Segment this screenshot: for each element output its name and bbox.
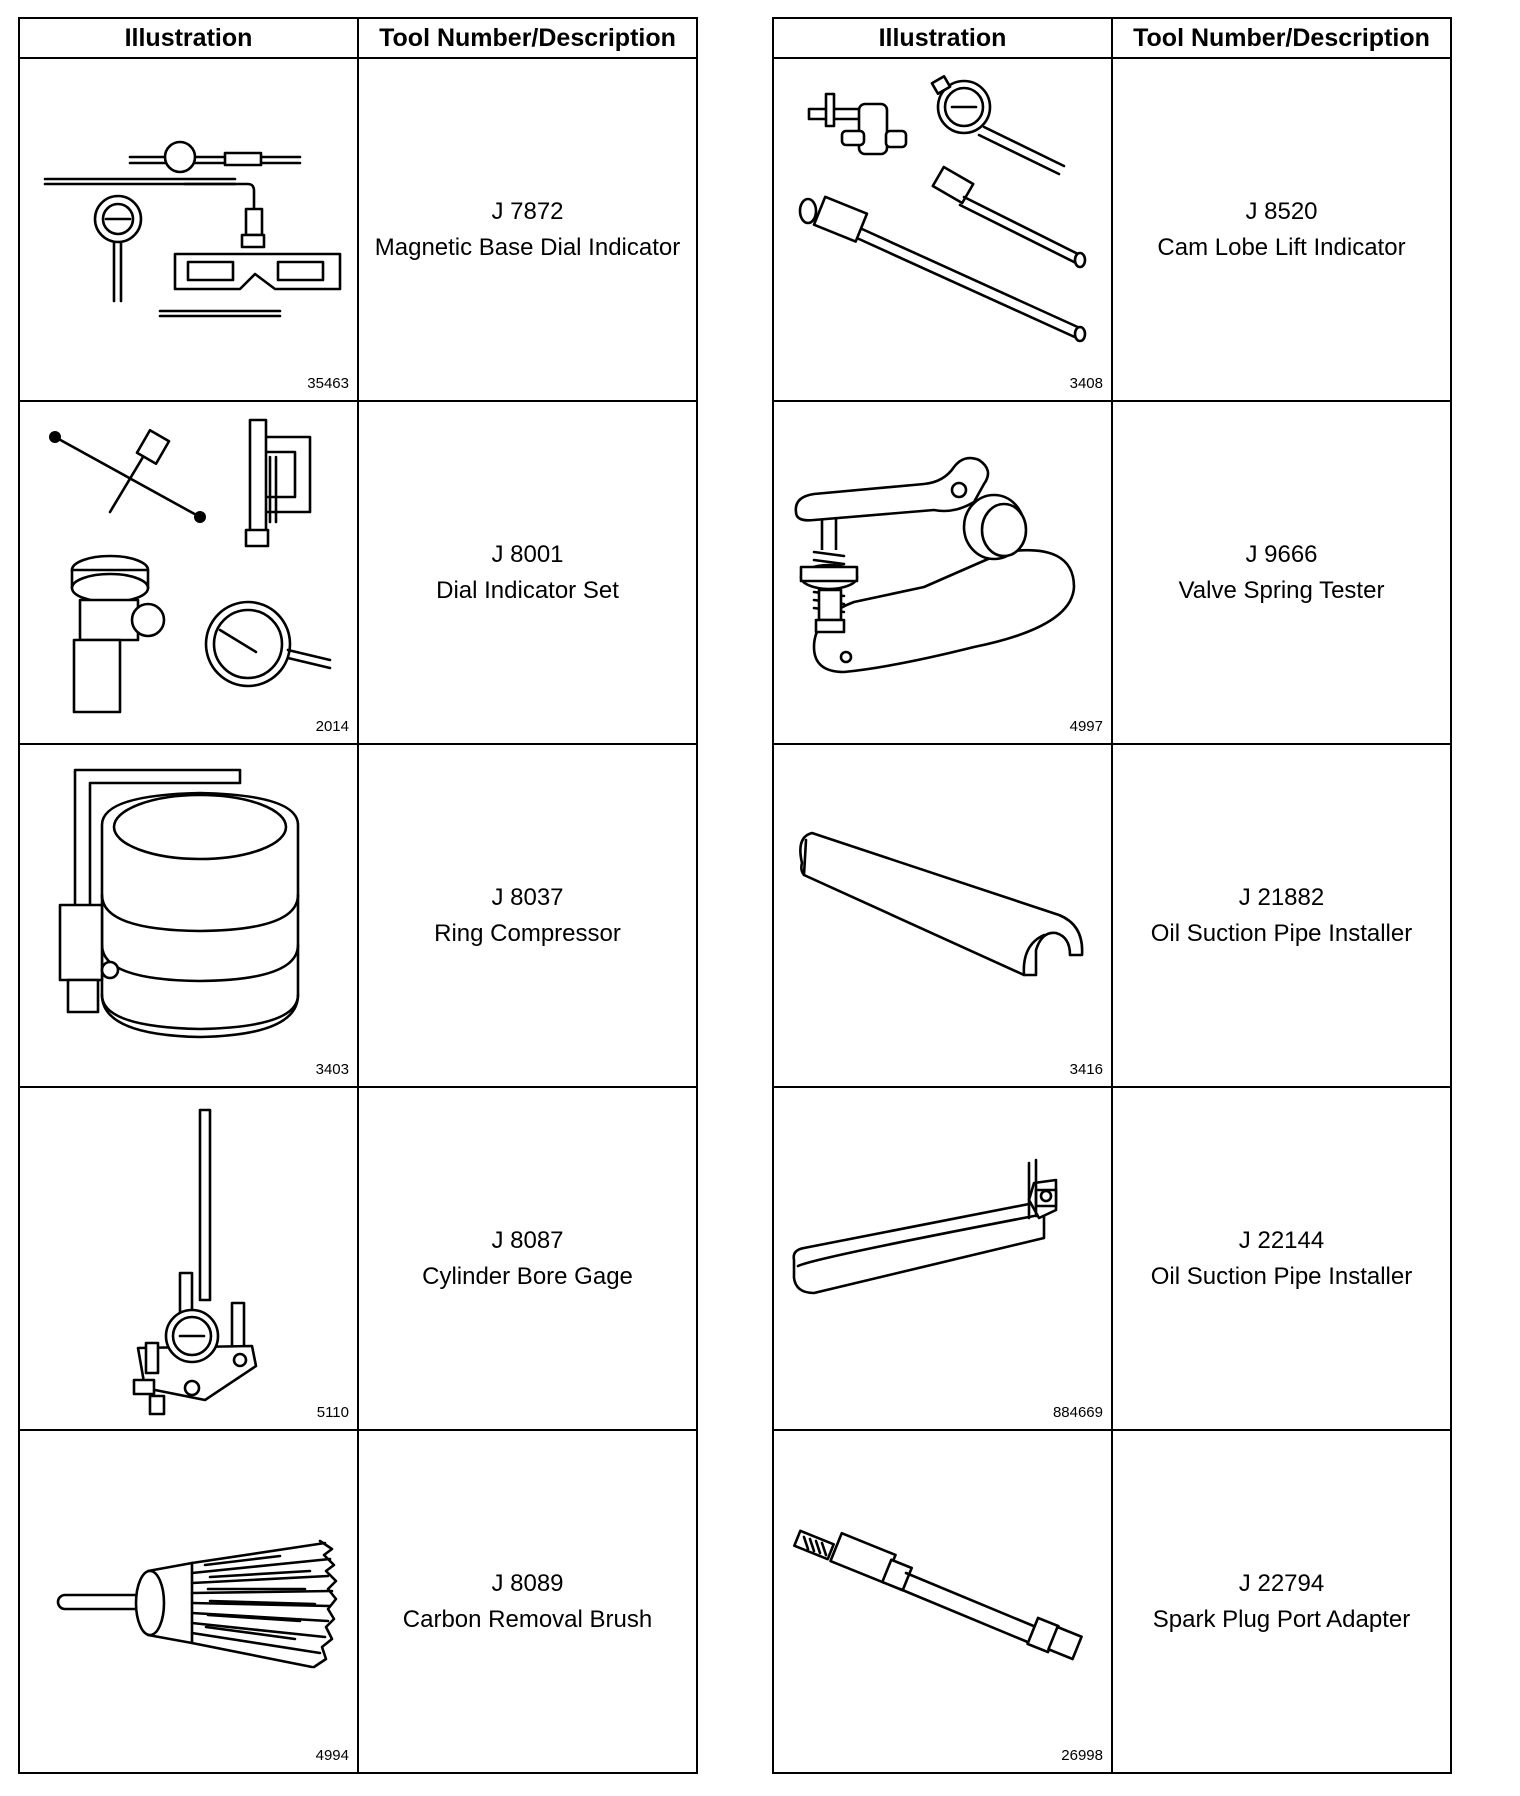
tool-number: J 8001 [491,540,564,568]
tool-description-cell: J 8520 Cam Lobe Lift Indicator [1111,57,1452,402]
table-row: 3408 J 8520 Cam Lobe Lift Indicator [772,57,1452,402]
tool-name: Oil Suction Pipe Installer [1150,919,1413,947]
figure-number: 3416 [1069,1061,1103,1078]
tool-number: J 21882 [1238,883,1325,911]
figure-number: 26998 [1061,1747,1103,1764]
illustration-cell: 2014 [18,400,359,745]
figure-number: 3403 [315,1061,349,1078]
tool-description-cell: J 8087 Cylinder Bore Gage [357,1086,698,1431]
tool-number: J 7872 [491,197,564,225]
dial-indicator-set-icon [49,418,332,714]
table-row: 2014 J 8001 Dial Indicator Set [18,400,698,745]
tool-name: Cylinder Bore Gage [422,1262,633,1290]
valve-spring-tester-icon [794,456,1076,674]
illustration-cell: 4994 [18,1429,359,1774]
tool-description-cell: J 22794 Spark Plug Port Adapter [1111,1429,1452,1774]
cam-lobe-lift-indicator-icon [798,75,1087,343]
tool-table-right: Illustration Tool Number/Description [772,17,1452,1774]
tool-number: J 22794 [1238,1569,1325,1597]
figure-number: 3408 [1069,375,1103,392]
spark-plug-port-adapter-icon [793,1529,1083,1661]
tool-name: Oil Suction Pipe Installer [1150,1262,1413,1290]
cylinder-bore-gage-icon [132,1108,258,1416]
tool-description-cell: J 7872 Magnetic Base Dial Indicator [357,57,698,402]
table-row: 26998 J 22794 Spark Plug Port Adapter [772,1429,1452,1774]
header-tool-number-description: Tool Number/Description [357,17,698,59]
tool-number: J 8520 [1245,197,1318,225]
figure-number: 4994 [315,1747,349,1764]
illustration-cell: 4997 [772,400,1113,745]
tool-name: Ring Compressor [434,919,621,947]
tool-description-cell: J 8037 Ring Compressor [357,743,698,1088]
tool-name: Valve Spring Tester [1178,576,1385,604]
oil-suction-pipe-installer-bracket-icon [792,1158,1058,1295]
illustration-cell: 26998 [772,1429,1113,1774]
tool-name: Cam Lobe Lift Indicator [1157,233,1406,261]
header-illustration: Illustration [772,17,1113,59]
table-row: 35463 J 7872 Magnetic Base Dial Indicato… [18,57,698,402]
tool-description-cell: J 21882 Oil Suction Pipe Installer [1111,743,1452,1088]
figure-number: 2014 [315,718,349,735]
table-row: 4997 J 9666 Valve Spring Tester [772,400,1452,745]
tool-number: J 8089 [491,1569,564,1597]
figure-number: 35463 [307,375,349,392]
tool-table-left: Illustration Tool Number/Description [18,17,698,1774]
tool-number: J 22144 [1238,1226,1325,1254]
illustration-cell: 3403 [18,743,359,1088]
tool-name: Spark Plug Port Adapter [1152,1605,1411,1633]
tool-name: Magnetic Base Dial Indicator [374,233,681,261]
tool-number: J 9666 [1245,540,1318,568]
illustration-cell: 884669 [772,1086,1113,1431]
table-row: 3416 J 21882 Oil Suction Pipe Installer [772,743,1452,1088]
figure-number: 884669 [1052,1404,1103,1421]
illustration-cell: 3408 [772,57,1113,402]
table-row: 5110 J 8087 Cylinder Bore Gage [18,1086,698,1431]
ring-compressor-icon [58,768,300,1039]
tool-description-cell: J 8089 Carbon Removal Brush [357,1429,698,1774]
tool-number: J 8037 [491,883,564,911]
header-illustration: Illustration [18,17,359,59]
tool-description-cell: J 8001 Dial Indicator Set [357,400,698,745]
table-row: 4994 J 8089 Carbon Removal Brush [18,1429,698,1774]
tool-description-cell: J 22144 Oil Suction Pipe Installer [1111,1086,1452,1431]
carbon-removal-brush-icon [56,1539,338,1669]
magnetic-base-dial-indicator-icon [43,140,342,318]
tool-description-cell: J 9666 Valve Spring Tester [1111,400,1452,745]
tool-name: Dial Indicator Set [436,576,619,604]
figure-number: 5110 [316,1404,349,1421]
illustration-cell: 5110 [18,1086,359,1431]
table-row: 884669 J 22144 Oil Suction Pipe Installe… [772,1086,1452,1431]
oil-suction-pipe-installer-icon [799,831,1084,977]
figure-number: 4997 [1069,718,1103,735]
illustration-cell: 3416 [772,743,1113,1088]
table-row: 3403 J 8037 Ring Compressor [18,743,698,1088]
header-tool-number-description: Tool Number/Description [1111,17,1452,59]
tool-number: J 8087 [491,1226,564,1254]
illustration-cell: 35463 [18,57,359,402]
tool-name: Carbon Removal Brush [402,1605,653,1633]
